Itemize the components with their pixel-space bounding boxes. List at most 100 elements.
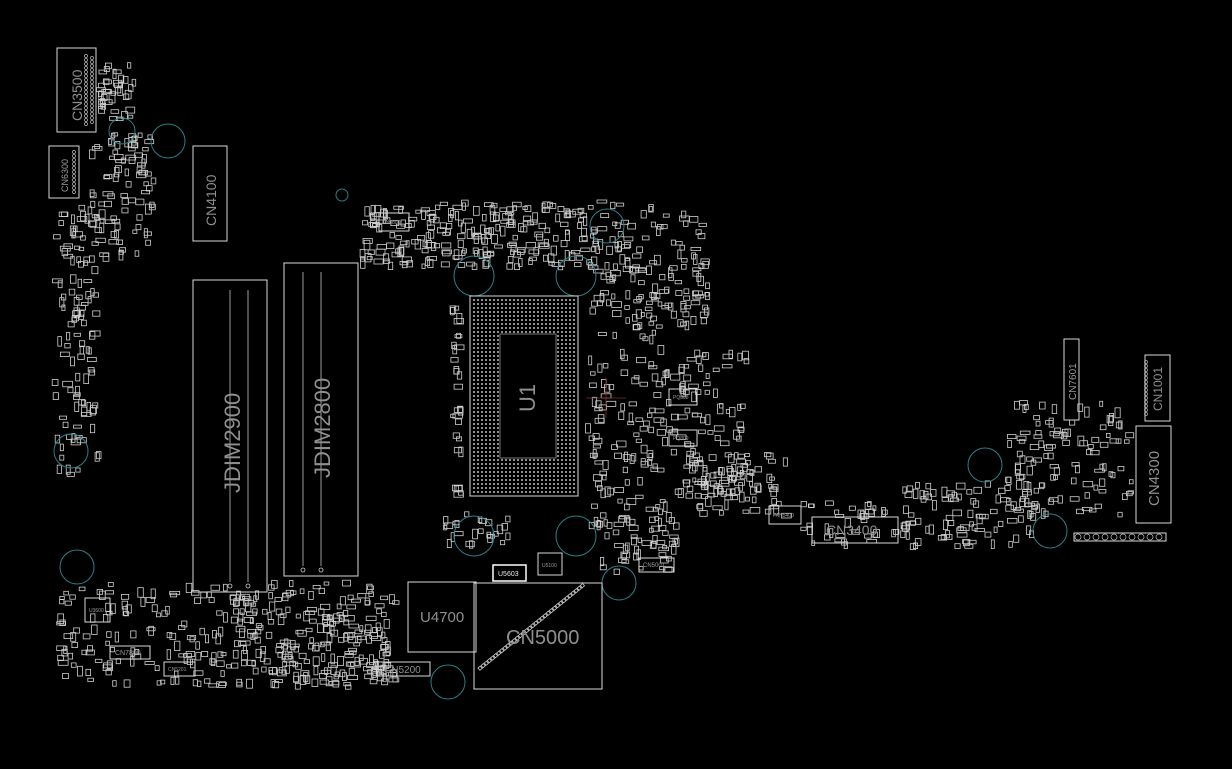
smd-pad: [229, 594, 240, 601]
smd-pad: [660, 418, 667, 427]
bga-ball: [561, 371, 563, 373]
smd-pad: [679, 215, 690, 222]
bga-ball: [497, 335, 499, 337]
smd-pad: [624, 503, 630, 511]
bga-ball: [529, 303, 531, 305]
smd-pad: [73, 627, 80, 634]
bga-ball: [513, 331, 515, 333]
bga-ball: [481, 339, 483, 341]
bga-ball: [573, 415, 575, 417]
bga-ball: [545, 299, 547, 301]
bga-ball: [485, 471, 487, 473]
smd-pad: [343, 615, 355, 622]
bga-ball: [489, 423, 491, 425]
bga-ball: [561, 323, 563, 325]
smd-pad: [1071, 477, 1077, 485]
bga-ball: [537, 315, 539, 317]
bga-ball: [493, 395, 495, 397]
smd-pad: [453, 365, 460, 375]
smd-pad: [600, 488, 606, 499]
smd-pad: [512, 234, 518, 241]
bga-ball: [485, 483, 487, 485]
bga-ball: [473, 459, 475, 461]
bga-ball: [533, 319, 535, 321]
bga-ball: [481, 451, 483, 453]
bga-ball: [553, 475, 555, 477]
bga-ball: [569, 335, 571, 337]
connector-pin: [1119, 533, 1127, 541]
smd-pad: [304, 610, 316, 615]
bga-ball: [493, 435, 495, 437]
smd-pad: [87, 347, 92, 355]
bga-ball: [497, 355, 499, 357]
smd-pad: [864, 533, 872, 539]
connector-row: [1073, 532, 1167, 542]
smd-pad: [362, 220, 368, 226]
smd-pad: [295, 663, 302, 670]
bga-ball: [545, 479, 547, 481]
smd-pad: [1016, 479, 1023, 490]
bga-ball: [481, 407, 483, 409]
smd-pad: [348, 623, 359, 629]
smd-pad: [275, 608, 283, 616]
connector-pin: [530, 623, 536, 629]
smd-pad: [1127, 490, 1134, 495]
bga-ball: [537, 311, 539, 313]
smd-pad: [59, 596, 65, 601]
bga-ball: [561, 475, 563, 477]
bga-ball: [565, 383, 567, 385]
cn3500-outline: [56, 47, 97, 133]
bga-ball: [489, 319, 491, 321]
bga-ball: [557, 483, 559, 485]
connector-pin: [505, 643, 511, 649]
smd-pad: [56, 645, 67, 652]
bga-ball: [473, 423, 475, 425]
smd-pad: [434, 243, 441, 249]
bga-ball: [525, 487, 527, 489]
bga-ball: [509, 331, 511, 333]
bga-ball: [477, 363, 479, 365]
bga-ball: [537, 463, 539, 465]
smd-pad: [632, 313, 638, 322]
bga-ball: [497, 339, 499, 341]
smd-pad: [966, 489, 973, 495]
bga-ball: [473, 379, 475, 381]
bga-ball: [569, 315, 571, 317]
bga-ball: [493, 323, 495, 325]
bga-ball: [493, 475, 495, 477]
smd-pad: [1093, 484, 1099, 491]
smd-pad: [695, 355, 702, 364]
smd-pad: [316, 623, 324, 633]
bga-ball: [485, 451, 487, 453]
smd-pad: [1046, 444, 1056, 449]
bga-ball: [525, 467, 527, 469]
smd-pad: [268, 601, 276, 612]
bga-ball: [553, 327, 555, 329]
smd-pad: [695, 229, 702, 235]
smd-pad: [555, 213, 561, 223]
smd-pad: [113, 69, 122, 75]
bga-ball: [513, 319, 515, 321]
cn5000-outline: [473, 582, 603, 690]
smd-pad: [683, 389, 690, 395]
bga-ball: [565, 463, 567, 465]
smd-pad: [668, 517, 676, 524]
bga-ball: [489, 435, 491, 437]
bga-ball: [529, 323, 531, 325]
smd-pad: [484, 519, 493, 527]
smd-pad: [440, 261, 450, 268]
smd-pad: [74, 401, 80, 412]
smd-pad: [957, 526, 964, 532]
smd-pad: [330, 629, 339, 637]
bga-ball: [557, 491, 559, 493]
bga-ball: [537, 467, 539, 469]
bga-ball: [477, 403, 479, 405]
smd-pad: [745, 459, 751, 466]
smd-pad: [668, 267, 673, 279]
smd-pad: [1010, 501, 1017, 510]
smd-pad: [657, 301, 663, 307]
bga-ball: [473, 355, 475, 357]
smd-pad: [156, 680, 162, 686]
bga-ball: [569, 391, 571, 393]
bga-ball: [497, 371, 499, 373]
